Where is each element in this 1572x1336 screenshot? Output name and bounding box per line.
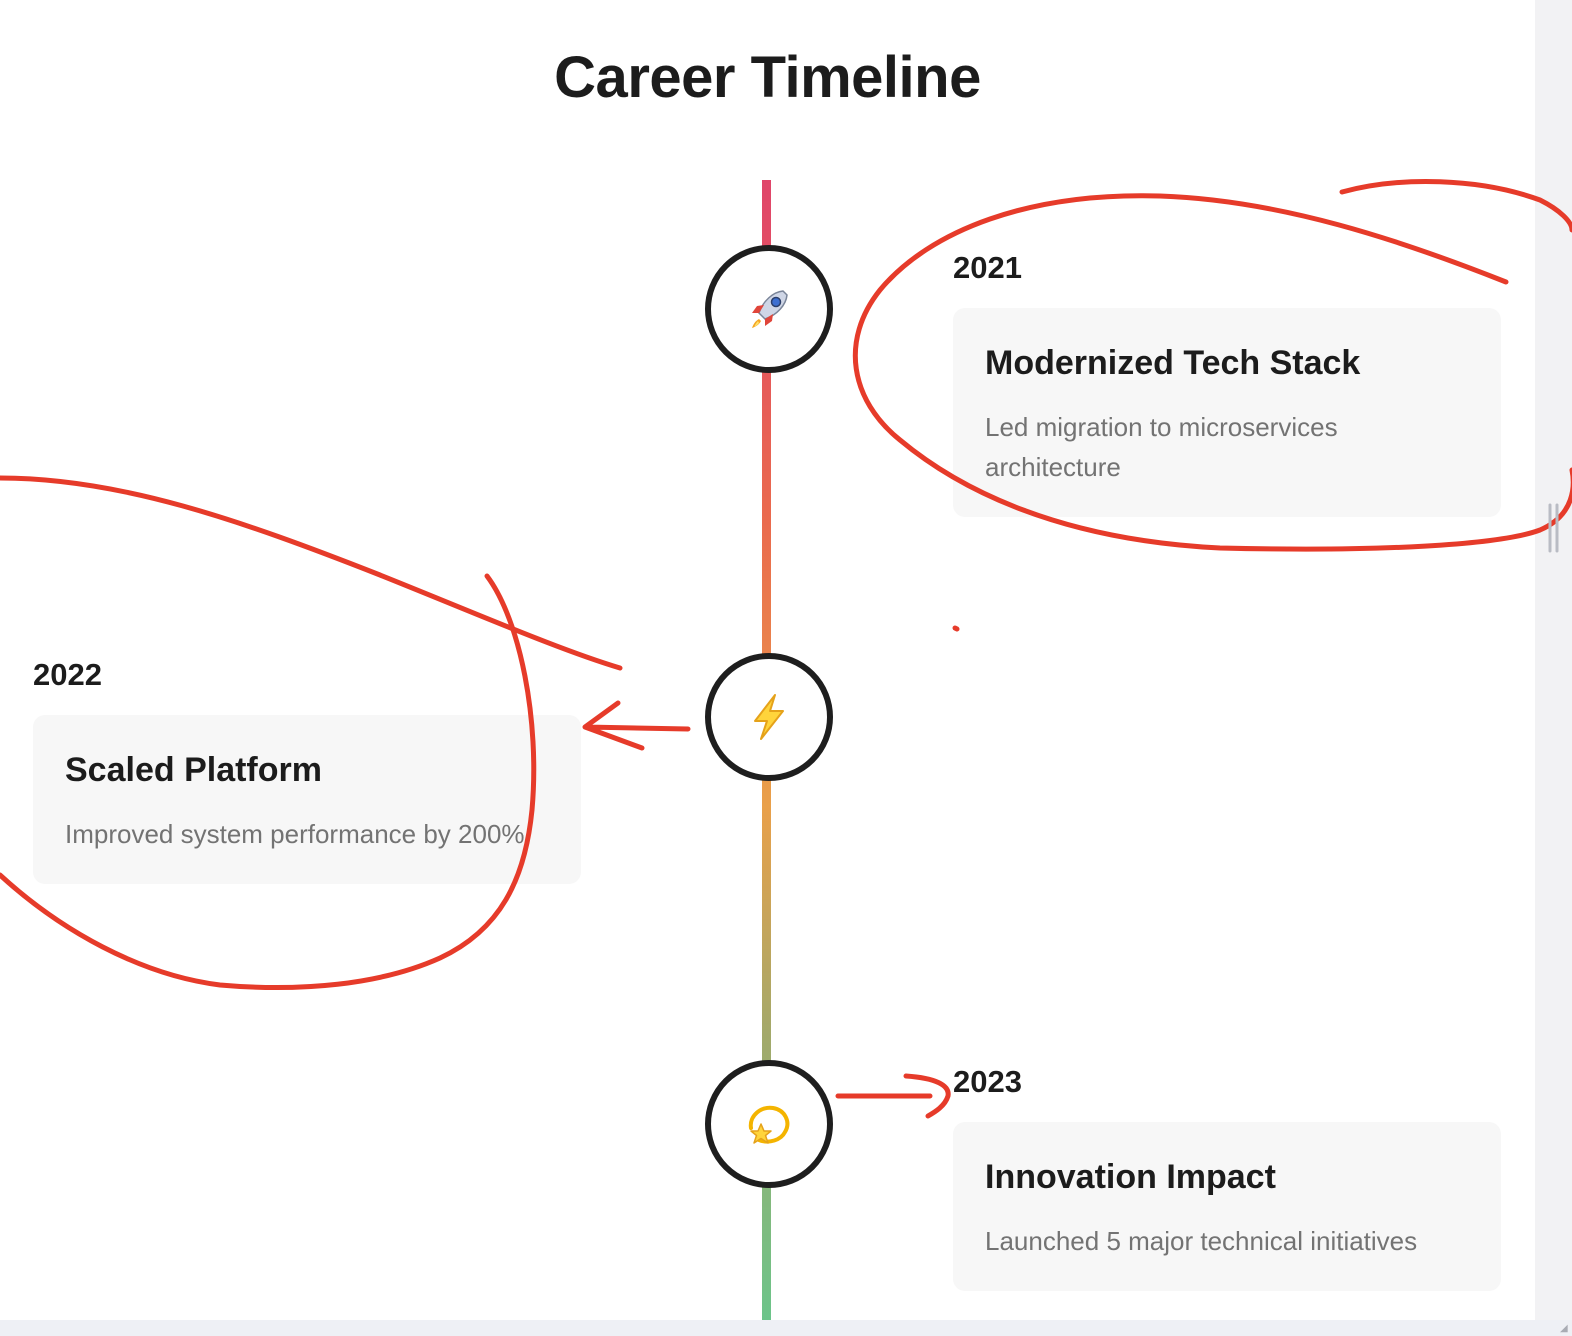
timeline-card-2021: Modernized Tech Stack Led migration to m… <box>953 308 1501 517</box>
timeline-node-2021 <box>705 245 833 373</box>
card-description: Improved system performance by 200% <box>65 819 525 849</box>
timeline-node-2023 <box>705 1060 833 1188</box>
timeline-year-2023: 2023 <box>953 1064 1022 1099</box>
horizontal-scrollbar[interactable]: ◢ <box>0 1320 1572 1336</box>
timeline-card-2023: Innovation Impact Launched 5 major techn… <box>953 1122 1501 1291</box>
timeline-year-2021: 2021 <box>953 250 1022 285</box>
page-title: Career Timeline <box>554 45 981 110</box>
dizzy-star-icon <box>743 1098 795 1150</box>
lightning-icon <box>747 693 791 741</box>
vertical-scrollbar[interactable] <box>1535 0 1572 1320</box>
card-description: Led migration to microservices architect… <box>985 412 1338 482</box>
rocket-icon <box>743 283 795 335</box>
card-title: Scaled Platform <box>65 751 322 789</box>
card-description: Launched 5 major technical initiatives <box>985 1226 1418 1256</box>
card-title: Modernized Tech Stack <box>985 344 1361 382</box>
resize-grip-icon[interactable]: ◢ <box>1560 1323 1568 1334</box>
card-title: Innovation Impact <box>985 1158 1276 1196</box>
timeline-node-2022 <box>705 653 833 781</box>
timeline-card-2022: Scaled Platform Improved system performa… <box>33 715 581 884</box>
timeline-section: Career Timeline 2021 Modernized Tech Sta… <box>33 45 1501 1320</box>
timeline-year-2022: 2022 <box>33 657 102 692</box>
